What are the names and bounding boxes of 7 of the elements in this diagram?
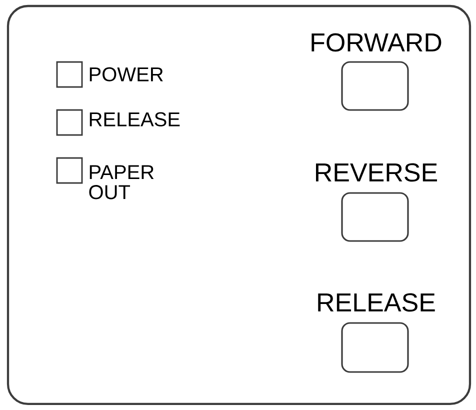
button-label: FORWARD xyxy=(312,33,442,52)
button-label: RELEASE xyxy=(318,293,435,312)
indicator-label: RELEASE xyxy=(90,112,180,126)
button-label: REVERSE xyxy=(316,163,437,182)
control-panel xyxy=(6,4,472,406)
indicator-label: PAPER OUT xyxy=(89,165,154,200)
indicator-label: POWER xyxy=(90,67,163,82)
